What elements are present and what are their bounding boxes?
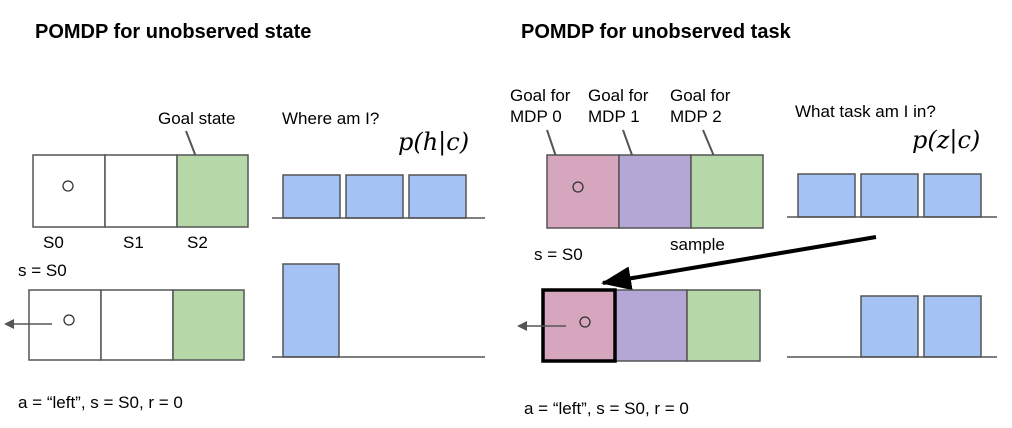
left-action-text: a = “left”, s = S0, r = 0 bbox=[18, 393, 183, 412]
belief-bar bbox=[923, 295, 982, 358]
left-bottom-grid bbox=[4, 289, 245, 361]
agent-marker bbox=[579, 316, 591, 328]
belief-histogram-top-left bbox=[282, 174, 467, 219]
sample-arrow bbox=[601, 235, 877, 291]
state-cell-s1 bbox=[100, 289, 174, 361]
where-am-i-label: Where am I? bbox=[282, 109, 379, 128]
belief-bar bbox=[923, 173, 982, 218]
belief-bar bbox=[282, 174, 341, 219]
state-cell-s2-goal bbox=[176, 154, 249, 228]
task-cell-mdp2 bbox=[686, 289, 761, 362]
agent-marker bbox=[63, 314, 75, 326]
belief-histogram-bottom-right bbox=[860, 295, 982, 358]
right-title: POMDP for unobserved task bbox=[521, 21, 792, 43]
belief-bar bbox=[797, 173, 856, 218]
state-label-s2: S2 bbox=[187, 233, 208, 252]
goal-label-mdp1-line2: MDP 1 bbox=[588, 107, 640, 126]
left-state-eq: s = S0 bbox=[18, 261, 67, 280]
goal-state-label: Goal state bbox=[158, 109, 236, 128]
goal-label-mdp0-line2: MDP 0 bbox=[510, 107, 562, 126]
right-action-text: a = “left”, s = S0, r = 0 bbox=[524, 399, 689, 418]
task-cell-mdp0-goal bbox=[546, 154, 620, 229]
left-top-grid bbox=[32, 154, 249, 228]
goal-label-mdp2-line1: Goal for bbox=[670, 86, 731, 105]
state-cell-s2-goal bbox=[172, 289, 245, 361]
agent-marker bbox=[572, 181, 584, 193]
right-state-eq: s = S0 bbox=[534, 245, 583, 264]
state-cell-s1 bbox=[104, 154, 178, 228]
belief-histogram-bottom-left bbox=[282, 263, 340, 358]
goal-label-mdp1-line1: Goal for bbox=[588, 86, 649, 105]
belief-bar bbox=[408, 174, 467, 219]
state-cell-s0 bbox=[28, 289, 102, 361]
task-cell-mdp2-goal bbox=[690, 154, 764, 229]
what-task-label: What task am I in? bbox=[795, 102, 936, 121]
sample-label: sample bbox=[670, 235, 725, 254]
right-top-grid bbox=[546, 154, 764, 229]
belief-bar bbox=[345, 174, 404, 219]
belief-math-left: p(h|c) bbox=[398, 128, 469, 157]
task-cell-mdp1 bbox=[614, 289, 688, 362]
state-label-s1: S1 bbox=[123, 233, 144, 252]
belief-math-right: p(z|c) bbox=[912, 126, 980, 155]
goal-label-mdp2-line2: MDP 2 bbox=[670, 107, 722, 126]
left-title: POMDP for unobserved state bbox=[35, 21, 311, 43]
goal-label-mdp0-line1: Goal for bbox=[510, 86, 571, 105]
belief-bar bbox=[860, 295, 919, 358]
task-cell-mdp1-goal bbox=[618, 154, 692, 229]
belief-bar bbox=[860, 173, 919, 218]
right-bottom-grid bbox=[517, 288, 761, 363]
belief-histogram-top-right bbox=[797, 173, 982, 218]
agent-marker bbox=[62, 180, 74, 192]
state-label-s0: S0 bbox=[43, 233, 64, 252]
belief-bar bbox=[282, 263, 340, 358]
